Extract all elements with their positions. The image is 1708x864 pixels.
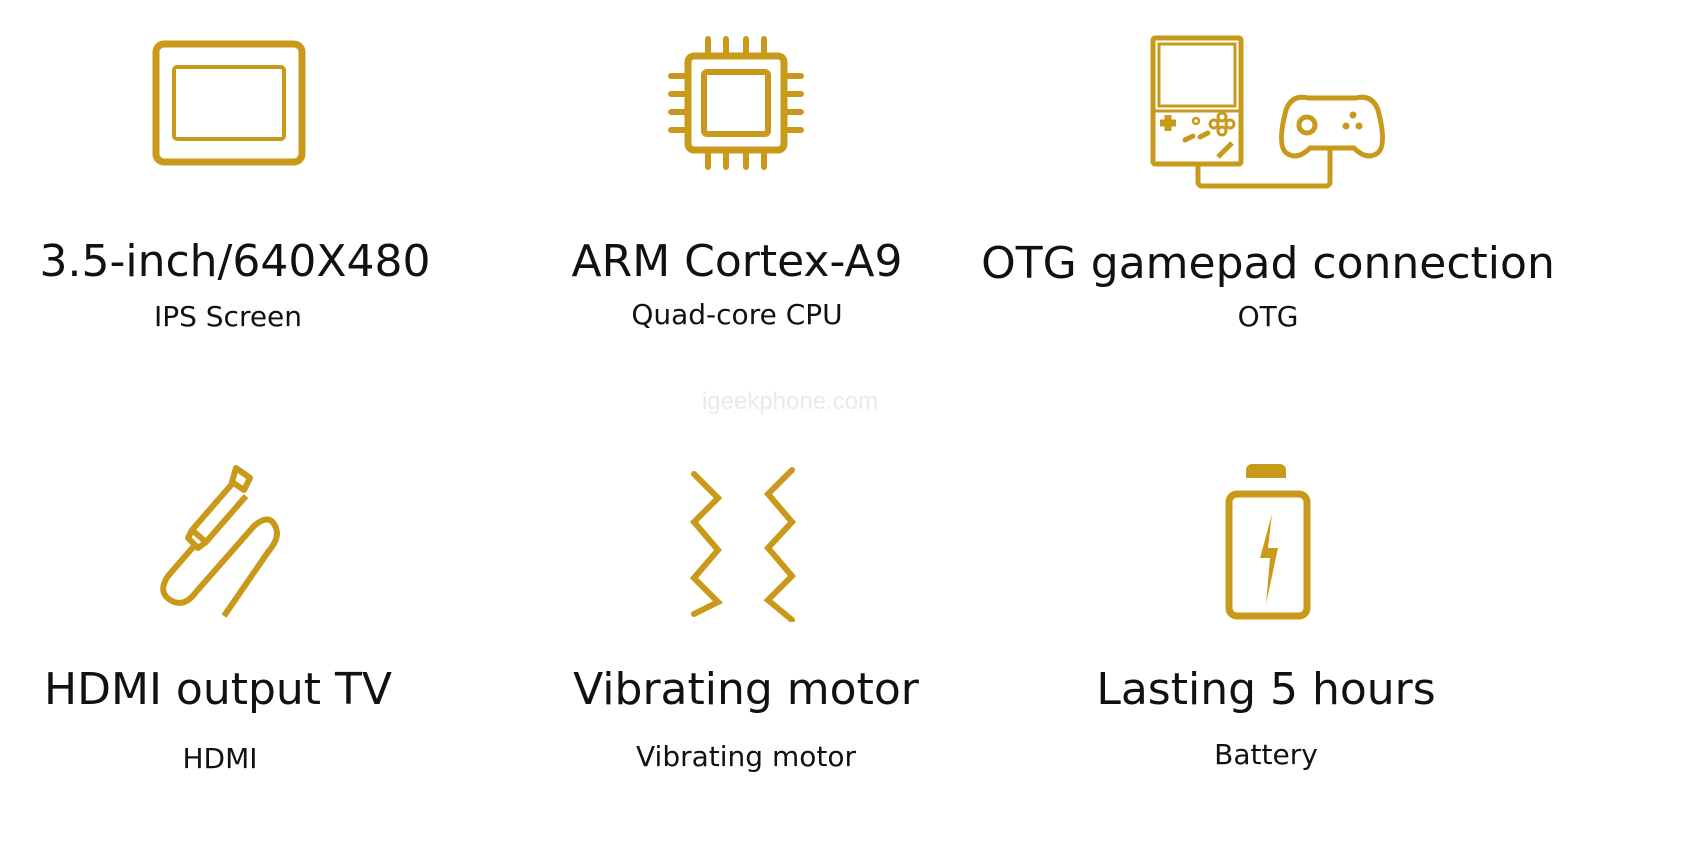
feature-subtitle: Vibrating motor <box>636 740 856 773</box>
feature-subtitle: IPS Screen <box>153 300 303 333</box>
feature-subtitle: HDMI <box>182 742 258 775</box>
feature-title: Vibrating motor <box>573 664 919 715</box>
feature-title: 3.5-inch/640X480 <box>39 236 431 287</box>
feature-title: HDMI output TV <box>44 664 392 715</box>
vibration-icon <box>684 464 804 622</box>
feature-subtitle: Battery <box>1214 738 1318 771</box>
feature-title: Lasting 5 hours <box>1096 664 1436 715</box>
feature-title: ARM Cortex-A9 <box>571 236 903 287</box>
feature-subtitle: Quad-core CPU <box>631 298 843 331</box>
feature-subtitle: OTG <box>1237 300 1299 333</box>
screen-icon <box>152 40 306 166</box>
cpu-chip-icon <box>668 36 804 170</box>
feature-title: OTG gamepad connection <box>981 238 1555 289</box>
handheld-gamepad-icon <box>1150 35 1386 191</box>
battery-charging-icon <box>1224 462 1312 622</box>
hdmi-cable-icon <box>158 462 294 622</box>
watermark: igeekphone.com <box>701 388 879 415</box>
